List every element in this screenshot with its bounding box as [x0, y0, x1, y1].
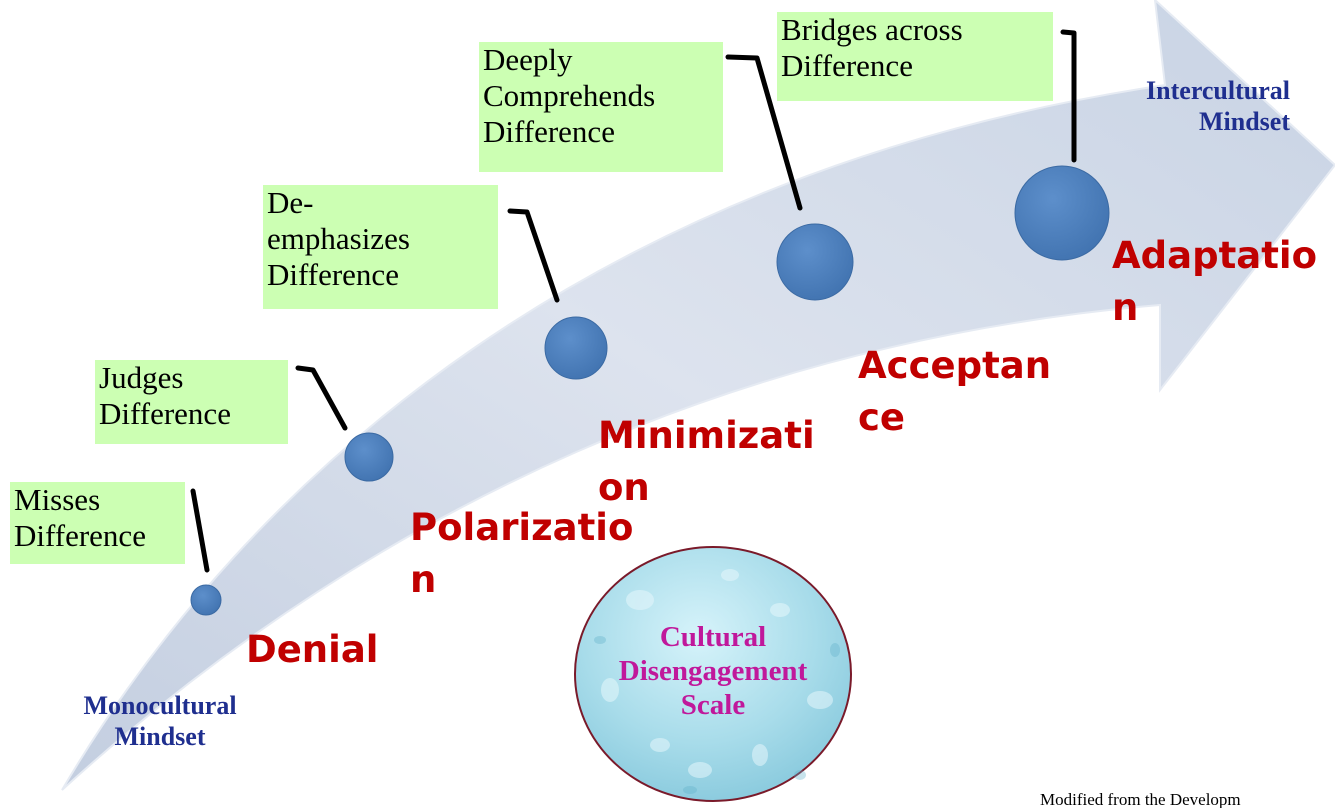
disengagement-circle [574, 546, 852, 802]
connector-line-4 [725, 54, 803, 211]
disengagement-scale-label: Cultural Disengagement Scale [618, 621, 808, 721]
stage-node-5 [1014, 165, 1110, 261]
stage-node-3 [544, 316, 608, 380]
behavior-box-3: De- emphasizes Difference [263, 185, 498, 309]
behavior-box-2: Judges Difference [95, 360, 288, 444]
stage-node-2 [344, 432, 394, 482]
behavior-box-5: Bridges across Difference [777, 12, 1053, 101]
stage-label-polarization: Polarizatio n [410, 506, 634, 601]
stage-label-denial: Denial [246, 628, 379, 671]
behavior-box-4: Deeply Comprehends Difference [479, 42, 723, 172]
stage-node-4 [776, 223, 854, 301]
monocultural-mindset-label: Monocultural Mindset [83, 691, 237, 751]
source-footnote: Modified from the Developm [1040, 790, 1241, 808]
stage-label-adaptation: Adaptatio n [1112, 234, 1318, 329]
connector-line-1 [190, 488, 210, 573]
connector-line-3 [507, 208, 560, 303]
progression-arrow [61, 0, 1335, 791]
behavior-box-1: Misses Difference [10, 482, 185, 564]
stage-node-1 [190, 584, 222, 616]
connector-line-2 [295, 365, 348, 431]
stage-label-minimization: Minimizati on [598, 414, 815, 509]
stage-label-acceptance: Acceptan ce [858, 344, 1052, 439]
connector-line-5 [1060, 29, 1077, 163]
intercultural-mindset-label: Intercultural Mindset [1146, 76, 1290, 136]
